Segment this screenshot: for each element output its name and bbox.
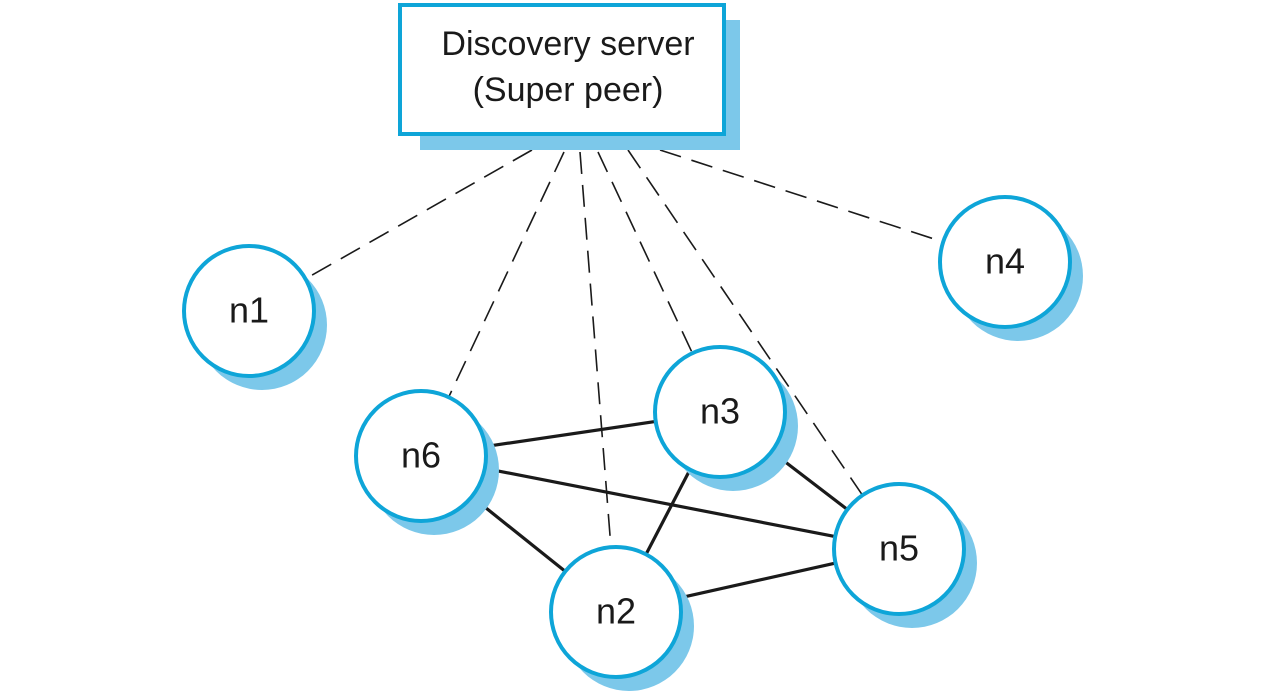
peer-link-n6-n3 [485, 419, 656, 449]
peer-node-label: n4 [985, 241, 1025, 282]
peer-node-circle [354, 389, 488, 523]
peer-node-label: n3 [700, 391, 740, 432]
discovery-link-n3 [597, 151, 694, 354]
discovery-links [305, 149, 944, 548]
peer-link-n2-n5 [679, 561, 836, 600]
peer-node-n1: n1 [182, 244, 327, 390]
peer-node-circle [938, 195, 1072, 329]
peer-node-n2: n2 [549, 545, 694, 691]
peer-node-n6: n6 [354, 389, 499, 535]
peer-link-n6-n2 [470, 495, 567, 573]
discovery-server-label-line2: (Super peer) [473, 71, 664, 109]
peer-node-label: n5 [879, 528, 919, 569]
discovery-link-n6 [447, 151, 565, 398]
peer-node-circle [182, 244, 316, 378]
peer-node-label: n6 [401, 435, 441, 476]
peer-link-n6-n5 [484, 466, 836, 539]
peer-node-circle [832, 482, 966, 616]
peer-nodes: n1 n2 n3 n4 n5 n6 [182, 195, 1083, 691]
peer-node-circle [549, 545, 683, 679]
discovery-link-n1 [305, 149, 533, 280]
peer-node-label: n2 [596, 591, 636, 632]
peer-links [470, 419, 849, 600]
discovery-link-n4 [659, 149, 944, 243]
discovery-link-n2 [579, 151, 612, 548]
peer-node-n3: n3 [653, 345, 798, 491]
discovery-server-label-line1: Discovery server [441, 25, 694, 63]
peer-node-label: n1 [229, 290, 269, 331]
discovery-server: Discovery server (Super peer) [398, 3, 740, 150]
discovery-server-box [398, 3, 726, 136]
peer-node-n4: n4 [938, 195, 1083, 341]
peer-node-n5: n5 [832, 482, 977, 628]
discovery-link-n5 [627, 149, 864, 496]
peer-node-circle [653, 345, 787, 479]
peer-link-n3-n2 [644, 468, 692, 556]
